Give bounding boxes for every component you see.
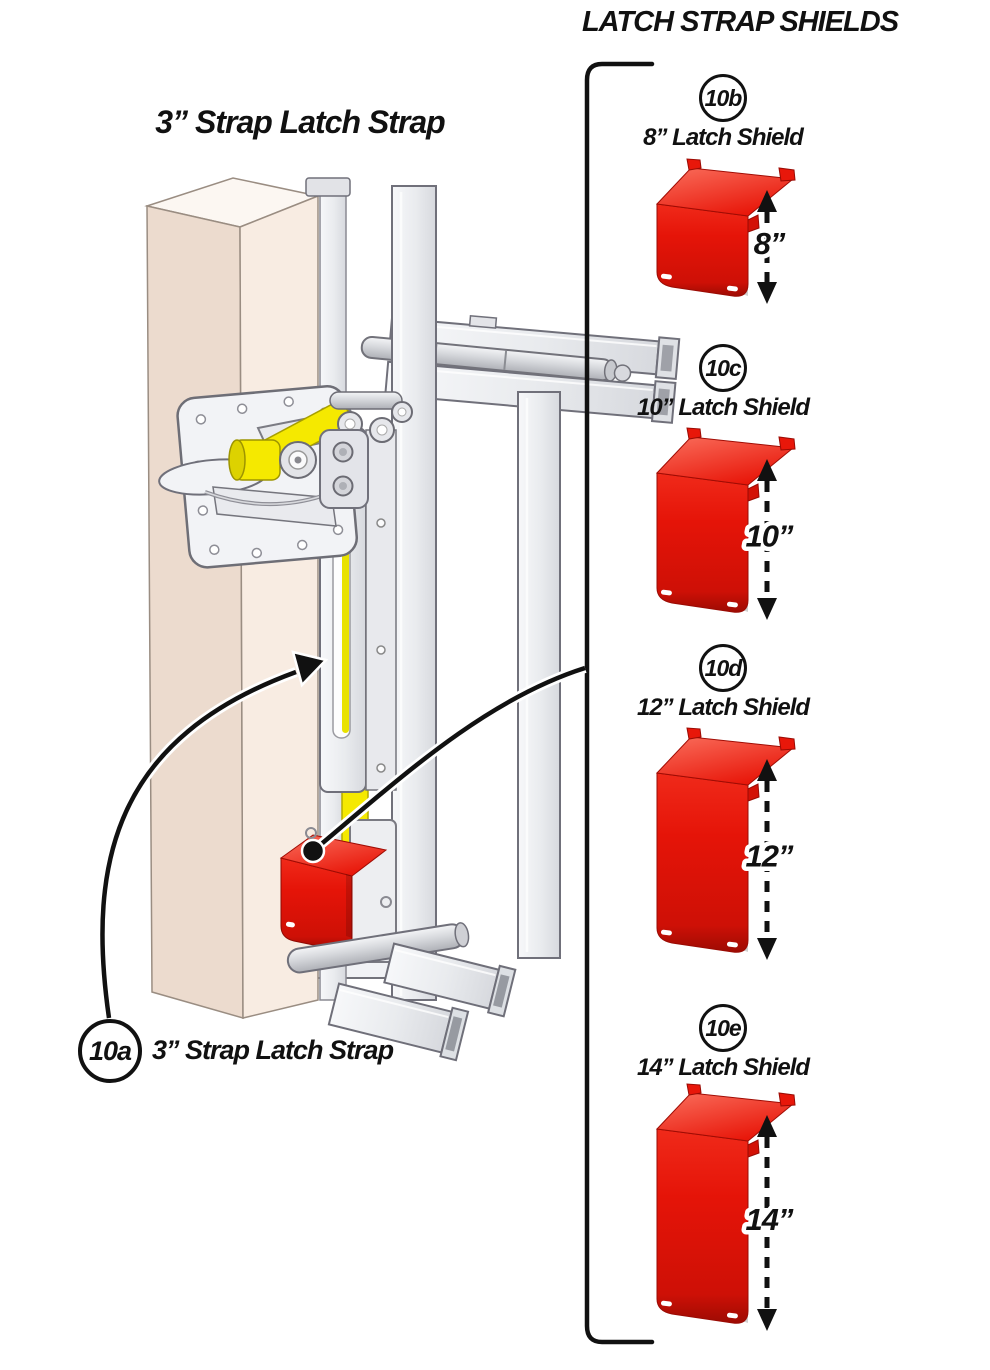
callout-tag-10b: 10b: [699, 74, 747, 122]
gate-square-tube-lower: [327, 982, 470, 1062]
shield-label-12in: 12” Latch Shield: [636, 694, 810, 721]
callout-tag-10e: 10e: [699, 1004, 747, 1052]
shield-tab: [778, 1092, 796, 1107]
dimension-arrow: [757, 190, 777, 304]
dimension-arrow: [757, 459, 777, 620]
dimension-label: 8”: [754, 226, 786, 261]
callout-arrow-10a: [97, 650, 329, 1019]
dimension-arrow: [757, 759, 777, 960]
dimension-arrow: [757, 1115, 777, 1331]
shield-label-14in: 14” Latch Shield: [636, 1054, 810, 1081]
shield-label-10in: 10” Latch Shield: [636, 394, 810, 421]
latch-shield-8in-graphic: 8”: [655, 158, 796, 304]
right-column-header: LATCH STRAP SHIELDS: [581, 6, 899, 38]
shield-tab: [686, 158, 702, 171]
callout-tag-10e-text: 10e: [705, 1014, 741, 1041]
dimension-label: 12”: [746, 839, 794, 874]
callout-tag-10c-text: 10c: [705, 354, 741, 381]
callout-tag-10a-text: 10a: [88, 1035, 132, 1066]
dimension-label: 10”: [746, 519, 794, 554]
left-diagram-title: 3” Strap Latch Strap: [155, 104, 445, 140]
shield-front-face: [656, 203, 749, 297]
shield-side-fold: [747, 483, 760, 502]
callout-tag-10d-text: 10d: [704, 654, 743, 681]
strap-spool: [228, 439, 317, 481]
shield-tab: [778, 436, 796, 451]
roller-cluster: [329, 391, 413, 443]
gate-square-tube-upper: [383, 942, 517, 1018]
shield-tab: [778, 167, 796, 182]
shield-front-face: [656, 772, 749, 953]
bolt-plate: [319, 429, 369, 509]
latch-side-plate: [365, 429, 397, 791]
shield-tab: [778, 736, 796, 751]
shield-side-fold: [747, 1139, 760, 1158]
dimension-label: 14”: [746, 1202, 794, 1237]
shield-front-face: [656, 472, 749, 613]
shield-label-8in: 8” Latch Shield: [643, 124, 804, 151]
shield-tab: [686, 1083, 702, 1096]
latch-shield-12in-graphic: 12”: [655, 727, 799, 960]
shield-side-fold: [747, 783, 760, 802]
latch-shield-14in-graphic: 14”: [655, 1083, 799, 1331]
shield-group-bracket: [584, 61, 655, 1345]
shield-tab: [686, 727, 702, 740]
callout-tag-10d: 10d: [699, 644, 747, 692]
shield-side-fold: [747, 214, 760, 233]
callout-tag-10a: 10a: [78, 1019, 142, 1083]
shield-front-face: [656, 1128, 749, 1324]
gate-upright-rail: [391, 185, 437, 1001]
latch-shield-10in-graphic: 10”: [655, 427, 799, 620]
shield-tab: [686, 427, 702, 440]
callout-line-shield: [300, 663, 587, 864]
gate-pipe: [286, 922, 470, 974]
callout-label-10a: 3” Strap Latch Strap: [152, 1035, 394, 1065]
callout-tag-10c: 10c: [699, 344, 747, 392]
callout-tag-10b-text: 10b: [704, 84, 743, 111]
